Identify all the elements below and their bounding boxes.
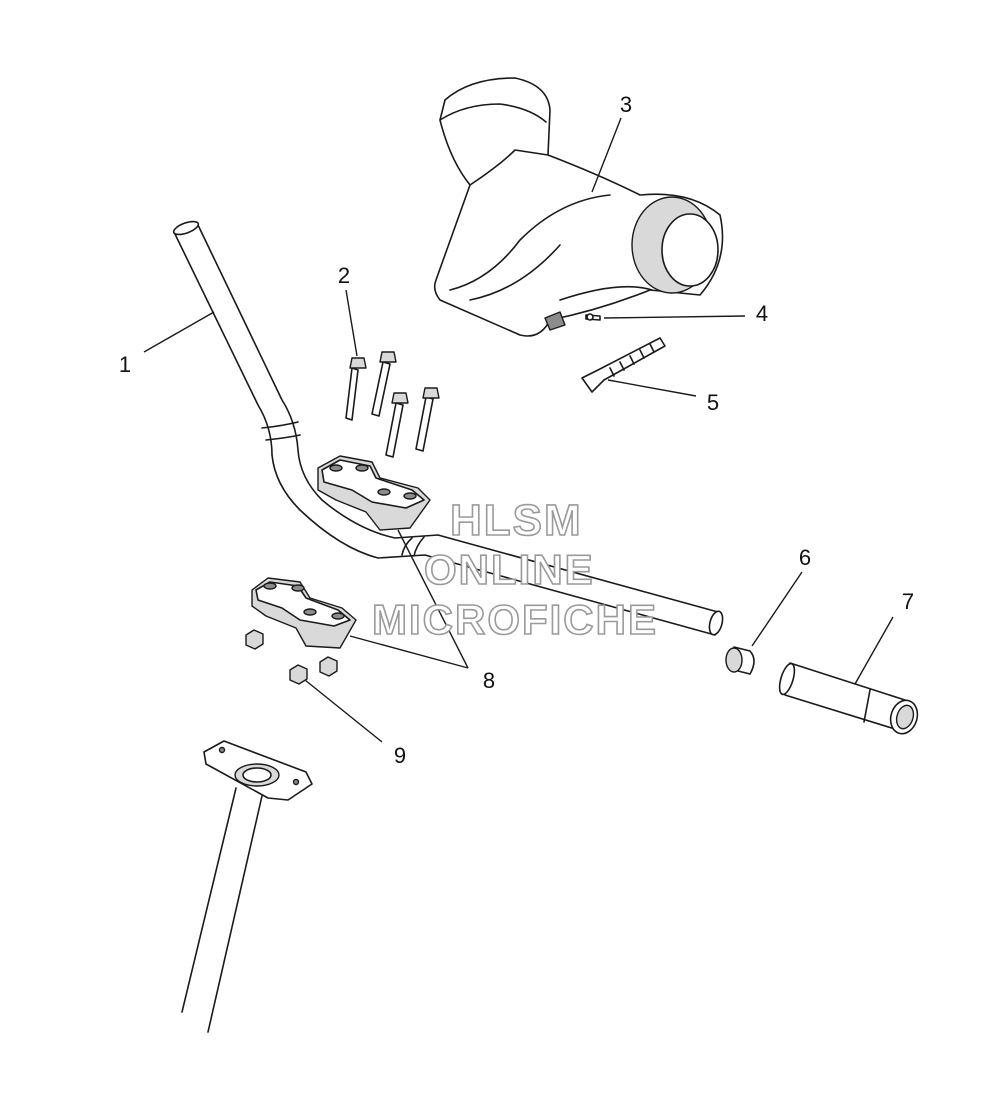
lower-clamp	[251, 577, 357, 649]
bolt	[345, 357, 367, 421]
callout-3: 3	[620, 92, 632, 117]
nut	[289, 664, 308, 685]
bolt	[371, 351, 397, 417]
callout-1: 1	[119, 352, 131, 377]
leader-6	[751, 571, 803, 647]
nut	[245, 629, 264, 650]
callout-6: 6	[799, 545, 811, 570]
screw	[585, 313, 601, 321]
leader-5	[607, 379, 697, 397]
grip	[778, 662, 919, 735]
clamp-bolts	[345, 351, 440, 458]
end-plug	[725, 646, 755, 675]
callout-2: 2	[338, 263, 350, 288]
callout-7: 7	[902, 589, 914, 614]
callout-9: 9	[394, 743, 406, 768]
leader-8b	[349, 635, 469, 669]
bolt	[415, 387, 440, 452]
leader-1	[143, 311, 215, 353]
callout-8: 8	[483, 668, 495, 693]
upper-clamp	[317, 455, 431, 531]
strap	[581, 337, 666, 393]
callout-labels: 1 2 3 4 5 6 7 8 9	[119, 92, 914, 768]
leader-4	[603, 315, 746, 319]
watermark-line-2: ONLINE	[423, 545, 595, 594]
leader-7	[854, 616, 894, 685]
leader-2	[345, 289, 358, 357]
nuts	[245, 629, 338, 685]
watermark-line-3: MICROFICHE	[371, 595, 658, 644]
handlebar-pad	[433, 77, 724, 337]
handlebar	[172, 220, 724, 636]
leader-8a	[397, 529, 469, 669]
nut	[319, 656, 338, 677]
callout-5: 5	[707, 390, 719, 415]
leader-9	[304, 679, 383, 743]
callout-4: 4	[756, 301, 768, 326]
leader-3	[591, 117, 622, 193]
steering-post	[181, 740, 313, 1033]
watermark-line-1: HLSM	[449, 495, 583, 546]
bolt	[385, 392, 409, 458]
leader-lines	[143, 117, 894, 743]
